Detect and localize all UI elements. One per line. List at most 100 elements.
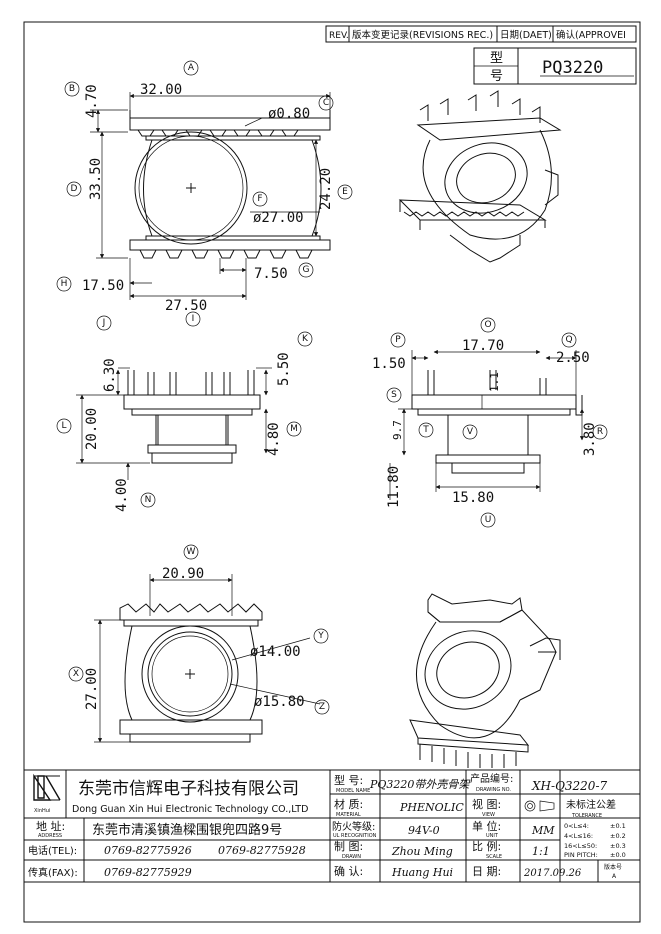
dim-6-30: 6.30 [102,358,118,392]
isometric-view-bottom [409,593,561,768]
model-name-value: PQ3220带外壳骨架 [369,778,471,791]
callout-k: K [302,334,309,344]
tel-label: 电话(TEL): [28,844,77,857]
dim-4-00: 4.00 [114,478,130,512]
fax-label: 传真(FAX): [28,866,78,879]
dim-1-50: 1.50 [372,356,406,372]
unit-label-en: UNIT [486,833,499,839]
dim-4-80: 4.80 [266,422,282,456]
side-view-callouts: J K L M N [56,315,313,508]
callout-t: T [422,425,429,435]
date-label: 日 期: [472,865,501,878]
fax-value: 0769-82775929 [104,866,192,879]
callout-l: L [61,421,66,431]
front-view-callouts: P O Q S T V R U [386,317,608,528]
tolerance-range-2: 4<L≤16: [564,832,593,840]
drawing-no-value: XH-Q3220-7 [531,779,607,793]
dim-phi-14-00: ø14.00 [250,644,301,660]
address-label: 地 址: [36,819,65,833]
dim-phi-0-80: ø0.80 [268,106,310,122]
company-name-en: Dong Guan Xin Hui Electronic Technology … [72,804,308,815]
dim-9-7: 9.7 [391,420,404,440]
revision-date-label: 日期(DAET) [500,30,552,41]
dim-15-80: 15.80 [452,490,494,506]
side-view-drawing [76,367,272,480]
drawn-label-en: DRAWN [342,854,361,860]
revision-content-label: 版本变更记录(REVISIONS REC.) [352,29,493,41]
dim-1-1: 1.1 [488,372,501,392]
callout-c: C [323,98,329,108]
flammability-label-en: UL RECOGNITION [333,833,377,839]
drawing-no-label: 产品编号: [470,772,513,785]
model-name-label: 型 号: [334,773,363,787]
unit-label: 单 位: [472,819,501,833]
callout-h: H [61,279,68,289]
tolerance-value-1: ±0.1 [610,822,626,830]
callout-i: I [192,314,195,324]
model-value: PQ3220 [542,58,603,78]
callout-q: Q [565,335,572,345]
callout-y: Y [317,631,324,641]
tel-value-2: 0769-82775928 [218,844,306,857]
dim-32-00: 32.00 [140,82,182,98]
dim-33-50: 33.50 [88,158,104,200]
callout-p: P [395,335,401,345]
tolerance-range-3: 16<L≤50: [564,842,597,850]
address-label-en: ADDRESS [38,833,62,839]
address-value: 东莞市清溪镇渔樑围银兜四路9号 [92,822,282,838]
callout-m: M [290,424,298,434]
callout-n: N [145,495,152,505]
tolerance-value-2: ±0.2 [610,832,626,840]
rev-label: REV. [329,31,349,41]
drawn-value: Zhou Ming [391,845,453,858]
front-view-drawing [389,349,585,500]
revision-header: REV. 版本变更记录(REVISIONS REC.) 日期(DAET) 确认(… [325,25,637,43]
version-value: A [612,873,617,880]
model-label-bottom: 号 [490,69,503,84]
tolerance-range-4: PIN PITCH: [564,851,598,859]
callout-b: B [69,84,75,94]
dim-2-50: 2.50 [556,350,590,366]
dim-11-80: 11.80 [386,466,402,508]
callout-v: V [467,427,474,437]
dim-4-70: 4.70 [84,84,100,118]
callout-g: G [303,265,310,275]
dim-24-20: 24.20 [318,168,334,210]
tolerance-value-3: ±0.3 [610,842,626,850]
tel-value-1: 0769-82775926 [104,844,192,857]
material-label-en: MATERIAL [336,812,361,818]
callout-f: F [257,194,262,204]
callout-z: Z [319,702,325,712]
dim-5-50: 5.50 [276,352,292,386]
callout-d: D [71,184,78,194]
tolerance-title-en: TOLERANCE [571,813,602,819]
flammability-value: 94V-0 [408,824,440,837]
drawing-no-label-en: DRAWING NO. [476,787,511,793]
callout-w: W [187,547,196,557]
title-block [23,769,641,883]
drawn-label: 制 图: [334,840,363,853]
model-label-top: 型 [490,51,503,66]
callout-r: R [597,427,603,437]
model-name-label-en: MODEL NAME [336,788,370,794]
scale-value: 1:1 [532,845,550,858]
view-label-en: VIEW [482,812,495,818]
date-value: 2017.09.26 [523,868,582,879]
sheet-border [23,21,641,923]
material-value: PHENOLIC [399,801,464,814]
dim-7-50: 7.50 [254,266,288,282]
tolerance-title: 未标注公差 [566,798,616,811]
callout-e: E [342,187,348,197]
tolerance-value-4: ±0.0 [610,851,626,859]
flammability-label: 防火等级: [332,820,375,833]
revision-approve-label: 确认(APPROVEI [556,29,626,41]
bottom-view-callouts: W X Y Z [68,544,330,715]
material-label: 材 质: [334,797,363,811]
tolerance-range-1: 0<L≤4: [564,822,589,830]
view-label: 视 图: [472,797,501,811]
dim-20-00: 20.00 [84,408,100,450]
dim-phi-27-00: ø27.00 [253,210,304,226]
confirm-label: 确 认: [334,865,363,878]
callout-s: S [391,390,397,400]
